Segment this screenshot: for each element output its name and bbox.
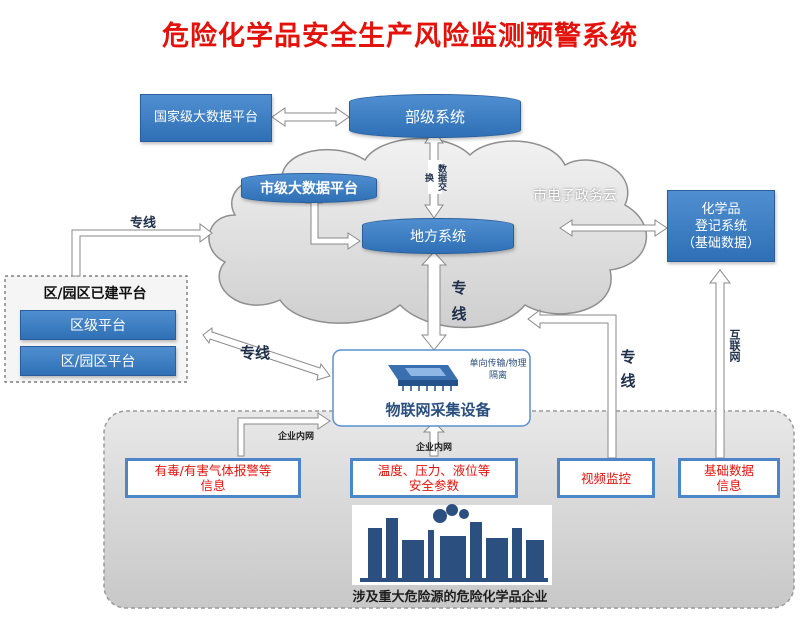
page-title: 危险化学品安全生产风险监测预警系统 bbox=[162, 21, 638, 52]
ministry-system: 部级系统 bbox=[349, 94, 521, 138]
chem-registry: 化学品 登记系统 （基础数据） bbox=[667, 190, 775, 262]
internet-label: 互联网 bbox=[728, 328, 741, 362]
source-process-params: 温度、压力、液位等 安全参数 bbox=[350, 458, 518, 498]
source-video-monitoring: 视频监控 bbox=[557, 458, 655, 498]
source-gas-alarm: 有毒/有害气体报警等 信息 bbox=[125, 458, 301, 498]
chip-icon bbox=[388, 365, 458, 391]
dedicated-line-top-label: 专线 bbox=[129, 215, 156, 231]
local-system: 地方系统 bbox=[362, 218, 514, 254]
dedicated-line-right-label: 专 线 bbox=[620, 348, 636, 390]
national-platform-label: 国家级大数据平台 bbox=[153, 110, 258, 125]
district-platform: 区级平台 bbox=[20, 310, 176, 340]
enterprise-label: 涉及重大危险源的危险化学品企业 bbox=[352, 589, 548, 605]
national-platform: 国家级大数据平台 bbox=[140, 94, 272, 142]
dedicated-line-mid-label: 专 线 bbox=[451, 279, 467, 323]
city-platform-label: 市级大数据平台 bbox=[260, 181, 358, 197]
intranet-label-2: 企业内网 bbox=[415, 442, 452, 453]
intranet-label-1: 企业内网 bbox=[277, 431, 314, 442]
cloud-label-text: 市电子政务云 bbox=[533, 188, 617, 204]
dedicated-line-left-label: 专线 bbox=[239, 343, 270, 362]
data-exchange-label: 数据交换 bbox=[423, 160, 446, 194]
iot-device-label: 物联网采集设备 bbox=[385, 400, 491, 419]
cloud-label: 市电子政务云 bbox=[510, 184, 640, 206]
city-platform: 市级大数据平台 bbox=[241, 173, 377, 203]
ministry-system-label: 部级系统 bbox=[404, 107, 465, 126]
iot-device-box bbox=[332, 349, 531, 427]
source-basic-data: 基础数据 信息 bbox=[678, 458, 780, 498]
park-platform: 区/园区平台 bbox=[20, 346, 176, 376]
factory-icon bbox=[352, 504, 552, 585]
chem-registry-label: 化学品 登记系统 （基础数据） bbox=[681, 201, 760, 251]
district-title: 区/园区已建平台 bbox=[43, 286, 147, 302]
iot-note: 单向传输/物理隔离 bbox=[469, 359, 527, 381]
local-system-label: 地方系统 bbox=[410, 229, 466, 245]
